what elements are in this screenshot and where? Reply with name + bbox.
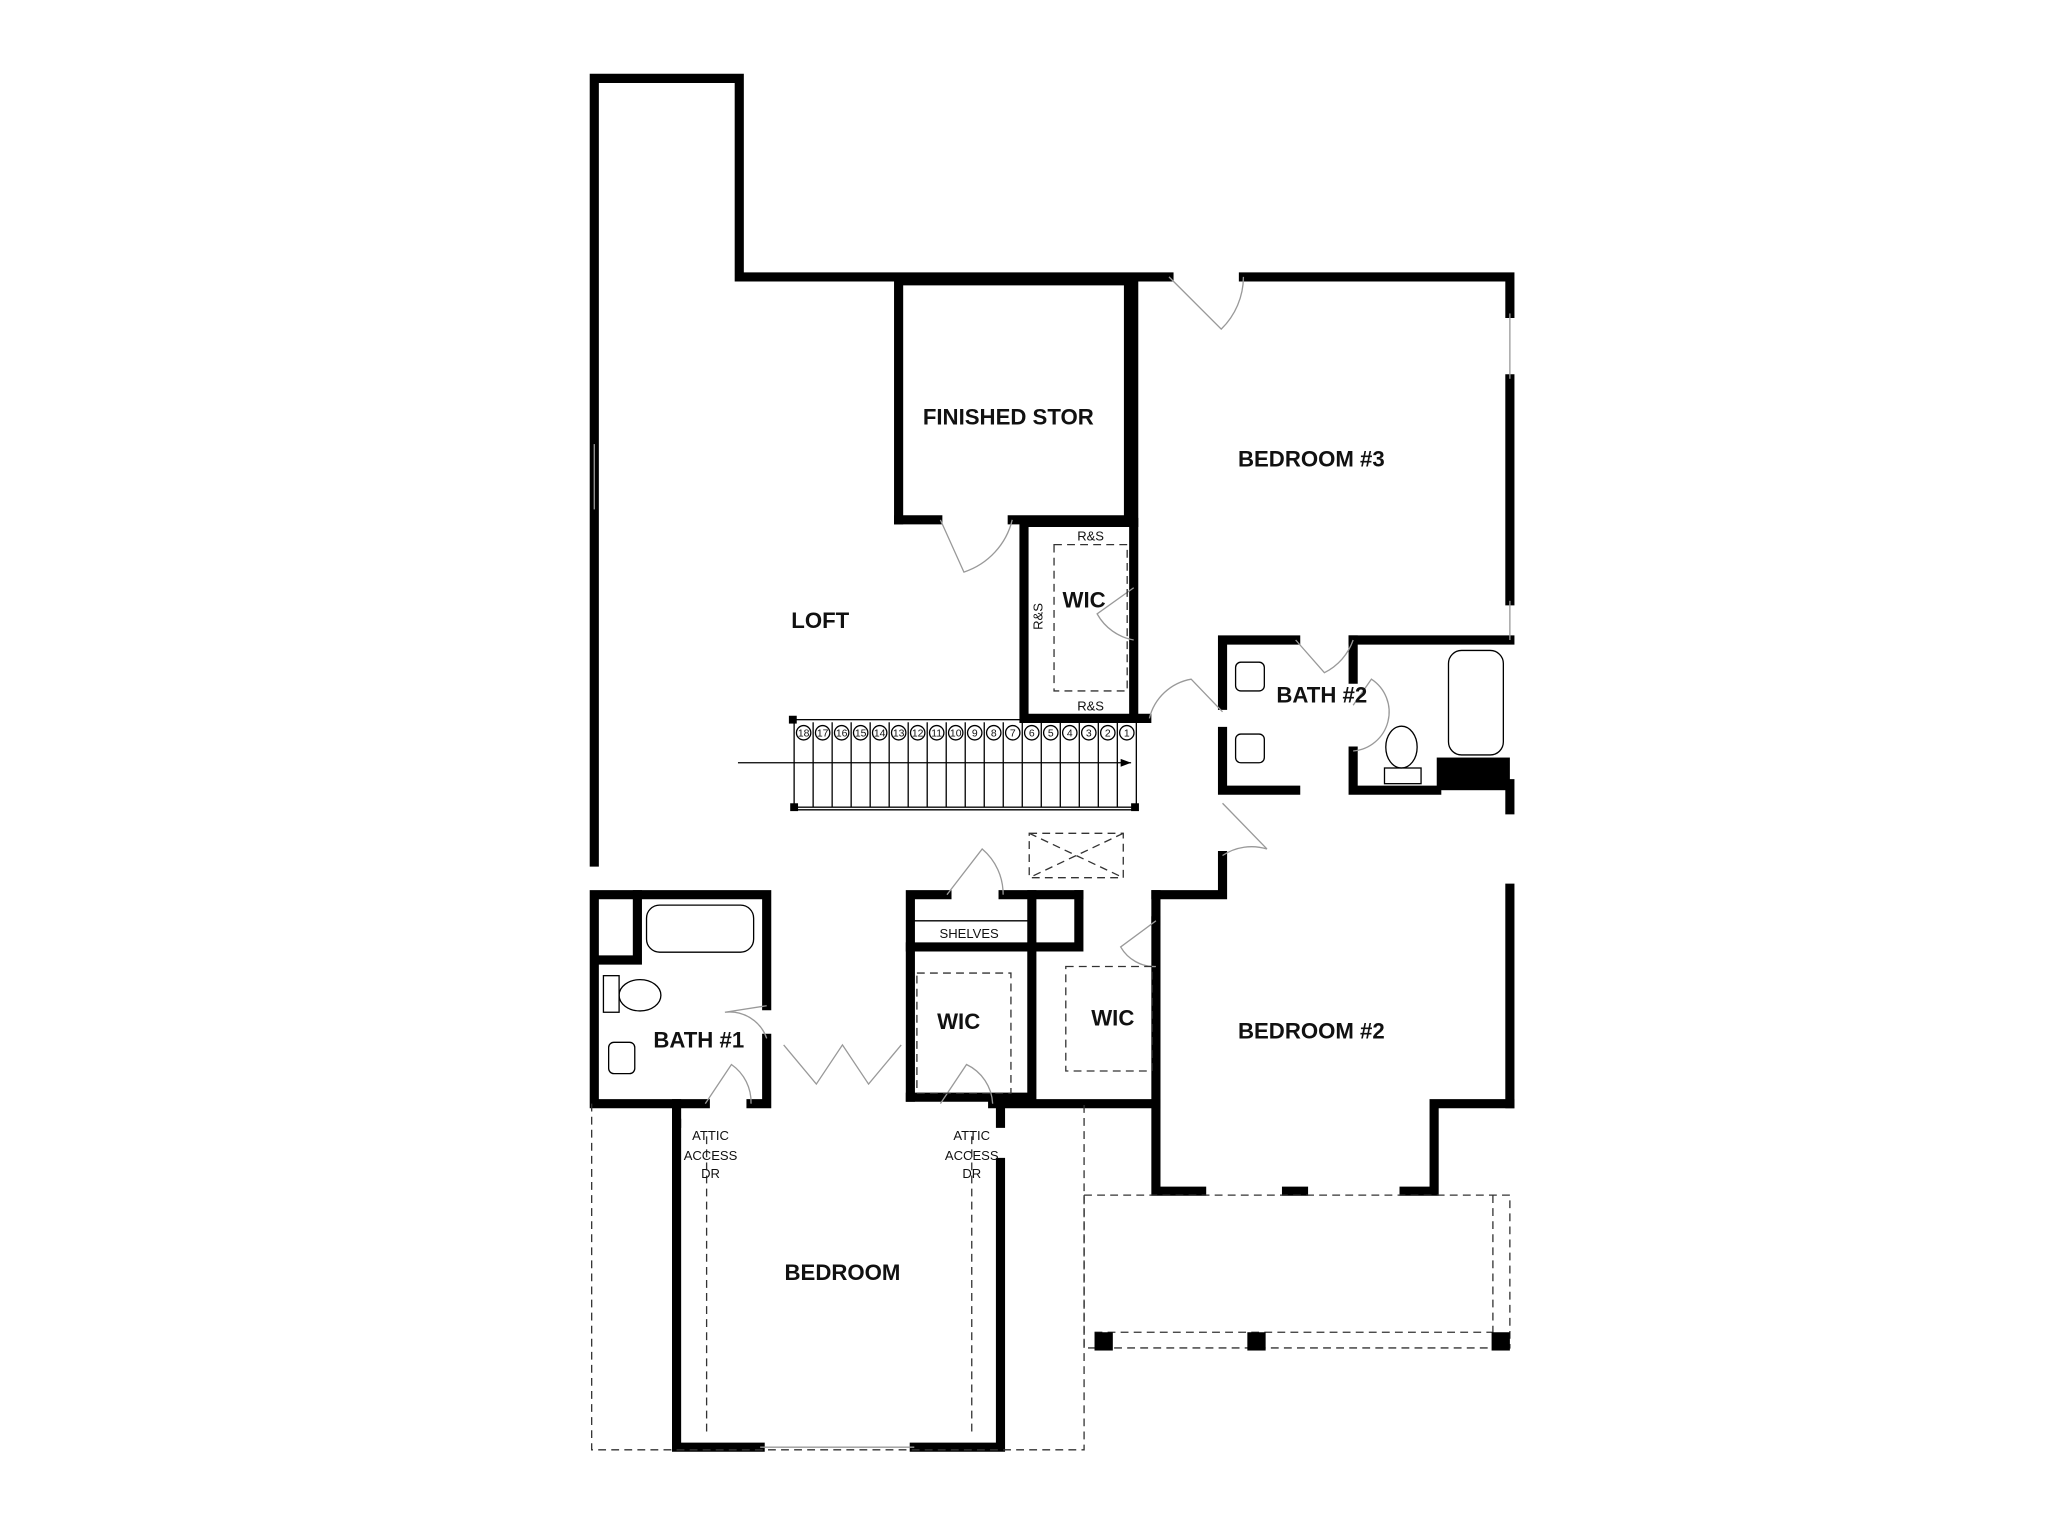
step-number: 2 [1105, 729, 1111, 740]
porch-posts [1094, 1332, 1510, 1351]
step-number-circle [985, 724, 1002, 741]
walls [589, 73, 1515, 1452]
attic-access-left-3: DR [701, 1166, 720, 1181]
room-label-bedroom-2: BEDROOM #2 [1238, 1018, 1385, 1043]
step-number-circle [1118, 724, 1135, 741]
sink-bath2-a [1234, 661, 1265, 692]
room-label-finished-stor: FINISHED STOR [923, 404, 1094, 429]
step-number: 8 [991, 729, 997, 740]
step-number-circle [795, 724, 812, 741]
step-number-circle [890, 724, 907, 741]
step-number-circle [1042, 724, 1059, 741]
staircase[interactable]: 18 17 16 15 14 13 12 11 10 9 8 7 6 5 4 3 2 1 [737, 715, 1139, 812]
step-number: 16 [836, 729, 848, 740]
step-number-circle [1023, 724, 1040, 741]
fixtures [602, 649, 1510, 1075]
step-number: 12 [912, 729, 924, 740]
sink-bath1 [608, 1041, 636, 1075]
step-number-circle [947, 724, 964, 741]
attic-access-left-2: ACCESS [684, 1148, 738, 1163]
step-number: 7 [1010, 729, 1016, 740]
step-number-circle [1099, 724, 1116, 741]
step-number: 6 [1029, 729, 1035, 740]
step-number: 17 [817, 729, 829, 740]
toilet-bath1 [618, 978, 662, 1012]
room-label-wic-upper: WIC [1063, 587, 1106, 612]
step-number-circle [966, 724, 983, 741]
bathtub-bath2 [1447, 649, 1504, 756]
rs-label-side: R&S [1030, 603, 1045, 630]
sink-bath2-b [1234, 733, 1265, 764]
shelves-label: SHELVES [940, 926, 1000, 941]
step-number: 15 [855, 729, 867, 740]
step-number: 18 [798, 729, 810, 740]
step-number: 9 [972, 729, 978, 740]
toilet-bath2 [1385, 725, 1418, 769]
room-label-bath-2: BATH #2 [1276, 683, 1367, 708]
step-number: 5 [1048, 729, 1054, 740]
step-number-circle [909, 724, 926, 741]
step-number-circle [833, 724, 850, 741]
step-number-circle [928, 724, 945, 741]
attic-access-right-3: DR [962, 1166, 981, 1181]
room-label-wic-lower-right: WIC [1091, 1005, 1134, 1030]
step-number: 4 [1067, 729, 1073, 740]
rs-label-top: R&S [1077, 529, 1104, 544]
step-number-circle [1004, 724, 1021, 741]
step-number: 14 [874, 729, 886, 740]
room-label-wic-lower-left: WIC [937, 1009, 980, 1034]
step-number-circle [1061, 724, 1078, 741]
step-number-circle [814, 724, 831, 741]
attic-access-left-1: ATTIC [692, 1128, 729, 1143]
bathtub-bath1 [645, 904, 755, 953]
step-number: 10 [950, 729, 962, 740]
step-number-circle [852, 724, 869, 741]
room-label-bedroom-3: BEDROOM #3 [1238, 446, 1385, 471]
step-number: 3 [1086, 729, 1092, 740]
step-number-circle [1080, 724, 1097, 741]
rs-label-bottom: R&S [1077, 699, 1104, 714]
doors [704, 276, 1390, 1105]
room-label-bath-1: BATH #1 [653, 1028, 744, 1053]
attic-access-right-1: ATTIC [953, 1128, 990, 1143]
step-number-circle [871, 724, 888, 741]
step-number: 11 [931, 729, 942, 740]
room-label-loft: LOFT [791, 608, 849, 633]
attic-access-right-2: ACCESS [945, 1148, 999, 1163]
step-number: 13 [893, 729, 905, 740]
step-number: 1 [1124, 729, 1130, 740]
room-label-bedroom: BEDROOM [785, 1260, 901, 1285]
